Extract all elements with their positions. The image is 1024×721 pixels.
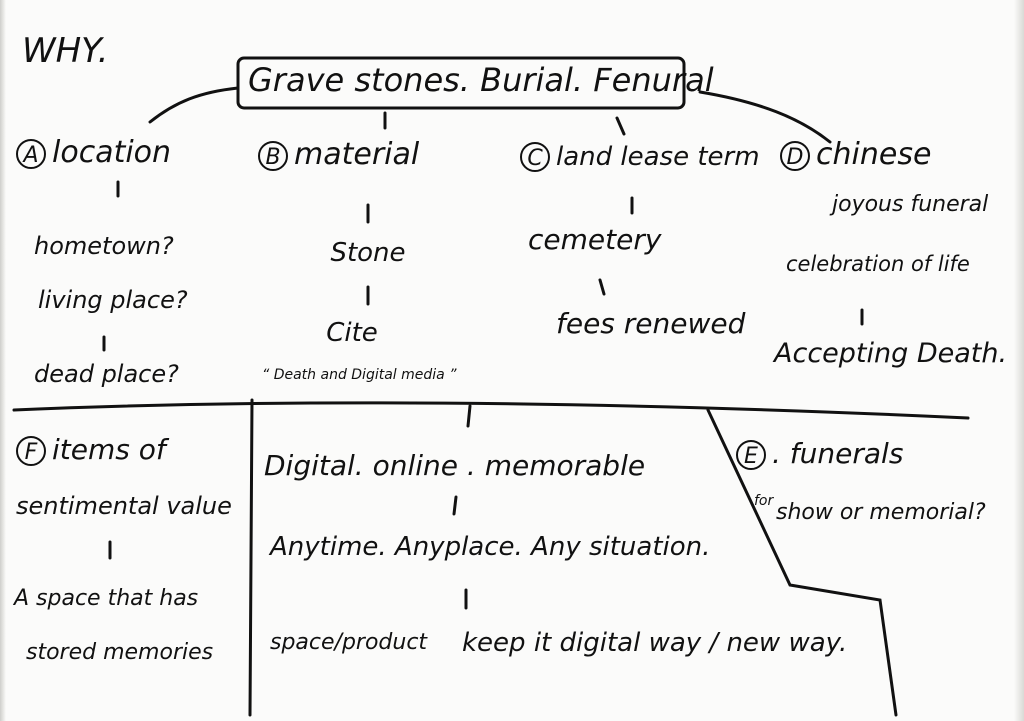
branch-e-line-2: show or memorial? — [776, 500, 986, 525]
divider-diagonal-right — [706, 408, 898, 717]
branch-c-item-1: cemetery — [528, 223, 662, 256]
branch-a-item-1: hometown? — [34, 232, 174, 260]
branch-a-label: location — [52, 135, 172, 170]
central-box — [236, 56, 686, 110]
branch-e-heading: E. funerals — [736, 440, 903, 470]
middle-line-2: Anytime. Anyplace. Any situation. — [270, 532, 711, 562]
branch-d-letter: D — [780, 141, 810, 171]
tick-box-c — [615, 116, 626, 136]
branch-a-item-2: living place? — [38, 286, 188, 314]
paper-edge-left — [0, 0, 6, 721]
branch-b-item-1: Stone — [330, 238, 406, 268]
branch-d-item-3: Accepting Death. — [774, 338, 1008, 369]
branch-b-quote: “ Death and Digital media ” — [262, 367, 457, 383]
tick-mid-top — [466, 404, 472, 428]
divider-vertical-left — [248, 398, 254, 717]
branch-f-line-2: sentimental value — [16, 492, 232, 520]
branch-e-note: for — [754, 493, 774, 509]
branch-a-letter: A — [16, 139, 46, 169]
arc-left — [148, 86, 240, 124]
arc-right — [698, 90, 832, 144]
branch-d-item-2: celebration of life — [786, 252, 970, 276]
branch-b-letter: B — [258, 141, 288, 171]
branch-d-label: chinese — [816, 137, 932, 172]
paper-edge-right — [1014, 0, 1024, 721]
middle-line-4: keep it digital way / new way. — [462, 628, 848, 658]
branch-e-letter: E — [736, 440, 766, 470]
branch-e-label: . funerals — [772, 437, 904, 470]
middle-line-3: space/product — [270, 630, 428, 655]
tick-mid-1 — [452, 495, 458, 516]
branch-f-item-1: A space that has — [14, 586, 199, 611]
branch-f-letter: F — [16, 436, 46, 466]
central-topic: Grave stones. Burial. Fenural — [248, 61, 714, 99]
divider-horizontal — [12, 401, 970, 420]
branch-d-item-1: joyous funeral — [832, 192, 989, 217]
branch-c-letter: C — [520, 142, 550, 172]
page-title: WHY. — [22, 31, 109, 71]
middle-line-1: Digital. online . memorable — [264, 449, 646, 482]
branch-f-line-1: items of — [52, 433, 166, 466]
branch-b-item-2: Cite — [326, 318, 378, 348]
tick-c-2 — [598, 278, 606, 296]
branch-b-label: material — [294, 137, 420, 172]
branch-c-item-2: fees renewed — [556, 307, 746, 340]
branch-c-label: land lease term — [556, 142, 760, 172]
branch-a-item-3: dead place? — [34, 360, 179, 388]
branch-f-item-2: stored memories — [26, 640, 214, 665]
